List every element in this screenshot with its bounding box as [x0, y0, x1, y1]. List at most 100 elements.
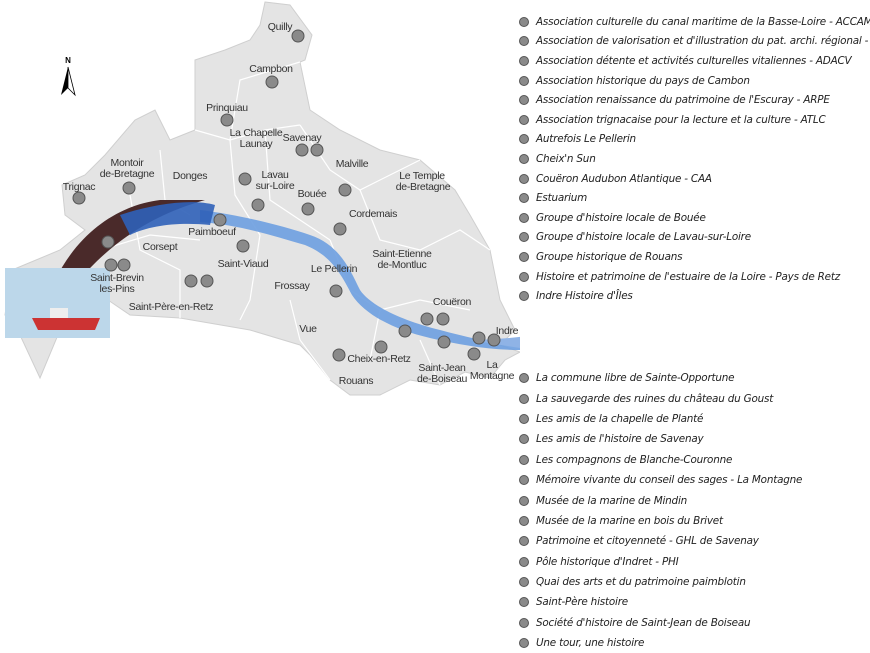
marker-dot-icon: [519, 271, 529, 282]
marker-dot-icon: [519, 75, 529, 86]
marker-dot-icon: [519, 536, 529, 547]
legend-item[interactable]: Musée de la marine en bois du Brivet: [519, 511, 802, 531]
place-label-rouans: Rouans: [339, 375, 373, 387]
legend-item[interactable]: La sauvegarde des ruines du château du G…: [519, 388, 802, 408]
legend-item[interactable]: Association détente et activités culture…: [519, 51, 870, 71]
legend-item[interactable]: Quai des arts et du patrimoine paimbloti…: [519, 572, 802, 592]
marker-dot-icon: [519, 597, 529, 608]
association-marker[interactable]: [333, 222, 347, 236]
legend-item[interactable]: Association renaissance du patrimoine de…: [519, 90, 870, 110]
association-marker[interactable]: [184, 274, 198, 288]
place-label-lavau-2: sur-Loire: [256, 180, 295, 192]
legend-item[interactable]: Les amis de la chapelle de Planté: [519, 409, 802, 429]
association-marker[interactable]: [117, 258, 131, 272]
legend-item[interactable]: Association de valorisation et d'illustr…: [519, 32, 870, 52]
legend-item[interactable]: Mémoire vivante du conseil des sages - L…: [519, 470, 802, 490]
association-marker[interactable]: [467, 347, 481, 361]
marker-dot-icon: [519, 638, 529, 649]
legend-item[interactable]: Estuarium: [519, 188, 870, 208]
place-label-bouee: Bouée: [298, 188, 327, 200]
association-marker[interactable]: [238, 172, 252, 186]
legend-item[interactable]: Musée de la marine de Mindin: [519, 490, 802, 510]
association-marker[interactable]: [301, 202, 315, 216]
association-marker[interactable]: [220, 113, 234, 127]
legend-item-label: Association historique du pays de Cambon: [536, 74, 750, 87]
place-label-st-jean-1: Saint-Jean: [418, 362, 466, 374]
association-marker[interactable]: [251, 198, 265, 212]
legend-item[interactable]: Les compagnons de Blanche-Couronne: [519, 450, 802, 470]
marker-dot-icon: [519, 114, 529, 125]
legend-item-label: Patrimoine et citoyenneté - GHL de Saven…: [536, 535, 759, 548]
association-marker[interactable]: [265, 75, 279, 89]
bridge: [55, 200, 205, 285]
association-marker[interactable]: [436, 312, 450, 326]
legend-item[interactable]: Autrefois Le Pellerin: [519, 130, 870, 150]
marker-dot-icon: [519, 413, 529, 424]
association-marker[interactable]: [374, 340, 388, 354]
marker-dot-icon: [519, 373, 529, 384]
legend-item[interactable]: Couëron Audubon Atlantique - CAA: [519, 169, 870, 189]
legend-item[interactable]: Association historique du pays de Cambon: [519, 71, 870, 91]
marker-dot-icon: [519, 95, 529, 106]
place-label-le-pellerin: Le Pellerin: [311, 263, 358, 275]
legend-item[interactable]: Cheix'n Sun: [519, 149, 870, 169]
legend-list-1: Association culturelle du canal maritime…: [519, 12, 870, 306]
association-marker[interactable]: [338, 183, 352, 197]
marker-dot-icon: [519, 36, 529, 47]
association-marker[interactable]: [291, 29, 305, 43]
association-marker[interactable]: [472, 331, 486, 345]
legend-item[interactable]: Groupe historique de Rouans: [519, 247, 870, 267]
place-label-donges: Donges: [173, 170, 207, 182]
legend-item-label: Saint-Père histoire: [536, 596, 628, 609]
association-marker[interactable]: [295, 143, 309, 157]
place-label-montoir-2: de-Bretagne: [100, 168, 155, 180]
association-marker[interactable]: [329, 284, 343, 298]
legend-item[interactable]: Les amis de l'histoire de Savenay: [519, 429, 802, 449]
legend-item[interactable]: Société d'histoire de Saint-Jean de Bois…: [519, 613, 802, 633]
legend-item-label: Les amis de la chapelle de Planté: [536, 412, 704, 425]
legend-item[interactable]: Saint-Père histoire: [519, 592, 802, 612]
boat-cabin: [50, 308, 68, 318]
association-marker[interactable]: [72, 191, 86, 205]
association-marker[interactable]: [236, 239, 250, 253]
association-marker[interactable]: [104, 258, 118, 272]
legend-item[interactable]: Association culturelle du canal maritime…: [519, 12, 870, 32]
association-marker[interactable]: [122, 181, 136, 195]
legend-item[interactable]: Pôle historique d'Indret - PHI: [519, 552, 802, 572]
legend-item-label: Quai des arts et du patrimoine paimbloti…: [536, 576, 746, 589]
association-marker[interactable]: [487, 333, 501, 347]
legend-item[interactable]: Patrimoine et citoyenneté - GHL de Saven…: [519, 531, 802, 551]
marker-dot-icon: [519, 577, 529, 588]
marker-dot-icon: [519, 232, 529, 243]
legend-item-label: Mémoire vivante du conseil des sages - L…: [536, 474, 803, 487]
bridge-water: [120, 202, 215, 235]
association-marker[interactable]: [332, 348, 346, 362]
association-marker[interactable]: [310, 143, 324, 157]
legend-item-label: Les amis de l'histoire de Savenay: [536, 433, 704, 446]
legend-item[interactable]: Association trignacaise pour la lecture …: [519, 110, 870, 130]
place-label-quilly: Quilly: [268, 21, 294, 33]
legend-item[interactable]: Groupe d'histoire locale de Bouée: [519, 208, 870, 228]
marker-dot-icon: [519, 16, 529, 27]
legend-item[interactable]: Indre Histoire d'Îles: [519, 286, 870, 306]
legend-item[interactable]: Histoire et patrimoine de l'estuaire de …: [519, 267, 870, 287]
legend-item[interactable]: Groupe d'histoire locale de Lavau-sur-Lo…: [519, 228, 870, 248]
association-marker[interactable]: [437, 335, 451, 349]
legend-item-label: Association renaissance du patrimoine de…: [536, 94, 830, 107]
legend-item-label: Société d'histoire de Saint-Jean de Bois…: [536, 616, 751, 629]
association-marker[interactable]: [101, 235, 115, 249]
legend-item-label: Association de valorisation et d'illustr…: [536, 35, 870, 48]
association-marker[interactable]: [213, 213, 227, 227]
place-label-st-etienne-2: de-Montluc: [378, 259, 427, 271]
boat: [32, 318, 100, 330]
place-label-cheix: Cheix-en-Retz: [347, 353, 410, 365]
association-marker[interactable]: [420, 312, 434, 326]
legend-item-label: Une tour, une histoire: [536, 637, 645, 650]
association-marker[interactable]: [398, 324, 412, 338]
legend-item[interactable]: La commune libre de Sainte-Opportune: [519, 368, 802, 388]
marker-dot-icon: [519, 617, 529, 628]
association-marker[interactable]: [200, 274, 214, 288]
marker-dot-icon: [519, 475, 529, 486]
legend-item[interactable]: Une tour, une histoire: [519, 633, 802, 653]
